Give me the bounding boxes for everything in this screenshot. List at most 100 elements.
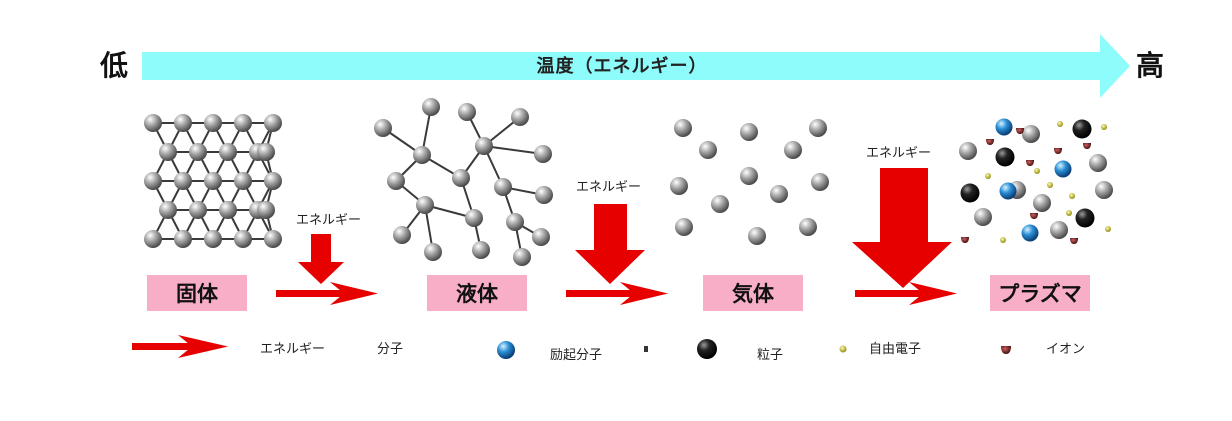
- molecule: [189, 201, 207, 219]
- legend-molecule-label: 分子: [377, 342, 404, 357]
- particle: [960, 183, 980, 203]
- liquid-network: [374, 98, 553, 266]
- molecule: [159, 201, 177, 219]
- transition-arrow-2: [566, 282, 668, 305]
- molecule: [422, 98, 440, 116]
- molecule: [413, 146, 431, 164]
- molecule: [159, 143, 177, 161]
- excited-molecule: [1021, 224, 1039, 242]
- molecule: [513, 248, 531, 266]
- molecule: [740, 123, 758, 141]
- molecule: [699, 141, 717, 159]
- molecule: [174, 230, 192, 248]
- molecule: [144, 172, 162, 190]
- molecule: [959, 142, 977, 160]
- high-label: 高: [1136, 49, 1165, 82]
- molecule: [219, 201, 237, 219]
- legend-small-mark-icon: [644, 346, 648, 352]
- molecule: [1095, 181, 1113, 199]
- free-electron: [1101, 124, 1107, 130]
- molecule: [711, 195, 729, 213]
- molecule: [670, 177, 688, 195]
- ion: [1026, 160, 1034, 166]
- legend-particle-label: 粒子: [757, 348, 784, 363]
- molecule: [174, 172, 192, 190]
- free-electron: [1034, 168, 1040, 174]
- legend-ion-label: イオン: [1046, 342, 1086, 357]
- ion: [1016, 128, 1024, 134]
- molecule: [1050, 221, 1068, 239]
- energy-label-1: エネルギー: [296, 213, 362, 228]
- molecule: [387, 172, 405, 190]
- molecule: [234, 172, 252, 190]
- ion: [961, 237, 969, 243]
- molecule: [204, 114, 222, 132]
- state-label-plasma: プラズマ: [990, 275, 1090, 311]
- molecule: [809, 119, 827, 137]
- molecule: [393, 226, 411, 244]
- ion: [986, 139, 994, 145]
- energy-arrow-large: [852, 168, 952, 288]
- legend-ion-icon: [1001, 346, 1011, 354]
- molecule: [511, 108, 529, 126]
- state-label-liquid: 液体: [427, 275, 527, 311]
- low-label: 低: [100, 49, 129, 82]
- molecule: [674, 119, 692, 137]
- molecule: [1033, 194, 1051, 212]
- ion: [1054, 148, 1062, 154]
- molecule: [234, 230, 252, 248]
- molecule: [974, 208, 992, 226]
- excited-molecule: [999, 182, 1017, 200]
- gas-particles: [670, 119, 829, 245]
- molecule: [675, 218, 693, 236]
- excited-molecule: [1054, 160, 1072, 178]
- free-electron: [1069, 193, 1075, 199]
- free-electron: [985, 173, 991, 179]
- energy-arrow-small: [298, 234, 344, 284]
- temperature-label: 温度（エネルギー）: [536, 56, 708, 77]
- molecule: [534, 145, 552, 163]
- molecule: [174, 114, 192, 132]
- transition-arrow-3: [855, 282, 957, 305]
- solid-lattice: [144, 114, 282, 248]
- ion: [1070, 238, 1078, 244]
- free-electron: [1066, 210, 1072, 216]
- state-label-solid: 固体: [147, 275, 247, 311]
- molecule: [799, 218, 817, 236]
- legend-excited-molecule-icon: [497, 341, 515, 359]
- molecule: [144, 230, 162, 248]
- molecule: [506, 213, 524, 231]
- molecule: [374, 119, 392, 137]
- ion: [1083, 143, 1091, 149]
- molecule: [264, 172, 282, 190]
- state-label-gas: 気体: [703, 275, 803, 311]
- free-electron: [1057, 121, 1063, 127]
- molecule: [234, 114, 252, 132]
- molecule: [144, 114, 162, 132]
- molecule: [189, 143, 207, 161]
- molecule: [458, 103, 476, 121]
- transition-arrow-1: [276, 282, 378, 305]
- molecule: [532, 228, 550, 246]
- energy-label-3: エネルギー: [866, 146, 932, 161]
- molecule: [494, 178, 512, 196]
- molecule: [204, 230, 222, 248]
- energy-label-2: エネルギー: [576, 180, 642, 195]
- molecule: [204, 172, 222, 190]
- legend-energy-arrow-icon: [132, 335, 228, 358]
- ion: [1030, 213, 1038, 219]
- excited-molecule: [995, 118, 1013, 136]
- legend-particle-icon: [697, 339, 717, 359]
- energy-arrow-medium: [575, 204, 645, 284]
- molecule: [452, 169, 470, 187]
- legend-excited-molecule-label: 励起分子: [550, 348, 603, 363]
- molecule: [740, 167, 758, 185]
- molecule: [475, 137, 493, 155]
- plasma-particles: [959, 118, 1113, 244]
- particle: [1072, 119, 1092, 139]
- particle: [1075, 208, 1095, 228]
- molecule: [784, 141, 802, 159]
- free-electron: [1047, 182, 1053, 188]
- molecule: [465, 209, 483, 227]
